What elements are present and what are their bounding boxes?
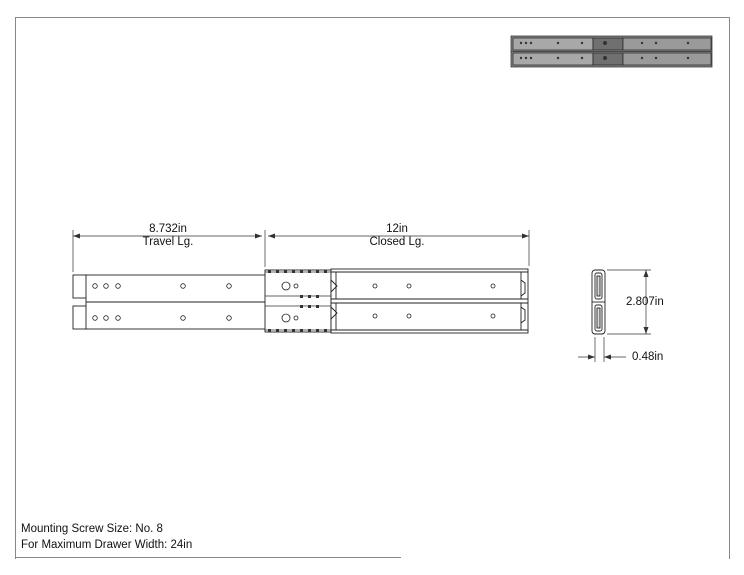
height-dimension: 2.807in (626, 296, 664, 308)
dimension-lines (72, 230, 530, 272)
max-drawer-width-note: For Maximum Drawer Width: 24in (21, 539, 193, 551)
ball-bearings (268, 270, 327, 332)
screw-size-note: Mounting Screw Size: No. 8 (21, 523, 163, 535)
closed-dimension: 12in Closed Lg. (357, 223, 437, 249)
travel-label: Travel Lg. (142, 236, 194, 248)
sheet-bottom-border (15, 557, 401, 558)
drawing-sheet-border (15, 17, 730, 559)
closed-value: 12in (386, 223, 408, 235)
closed-label: Closed Lg. (369, 236, 425, 248)
mounting-holes (92, 281, 496, 323)
width-dimension: 0.48in (632, 351, 664, 363)
slide-end-view (591, 269, 606, 335)
travel-dimension: 8.732in Travel Lg. (128, 223, 208, 249)
slide-side-view (72, 268, 529, 334)
end-view-dimension-lines (578, 269, 651, 362)
travel-value: 8.732in (149, 223, 187, 235)
thumbnail-view (510, 35, 713, 68)
